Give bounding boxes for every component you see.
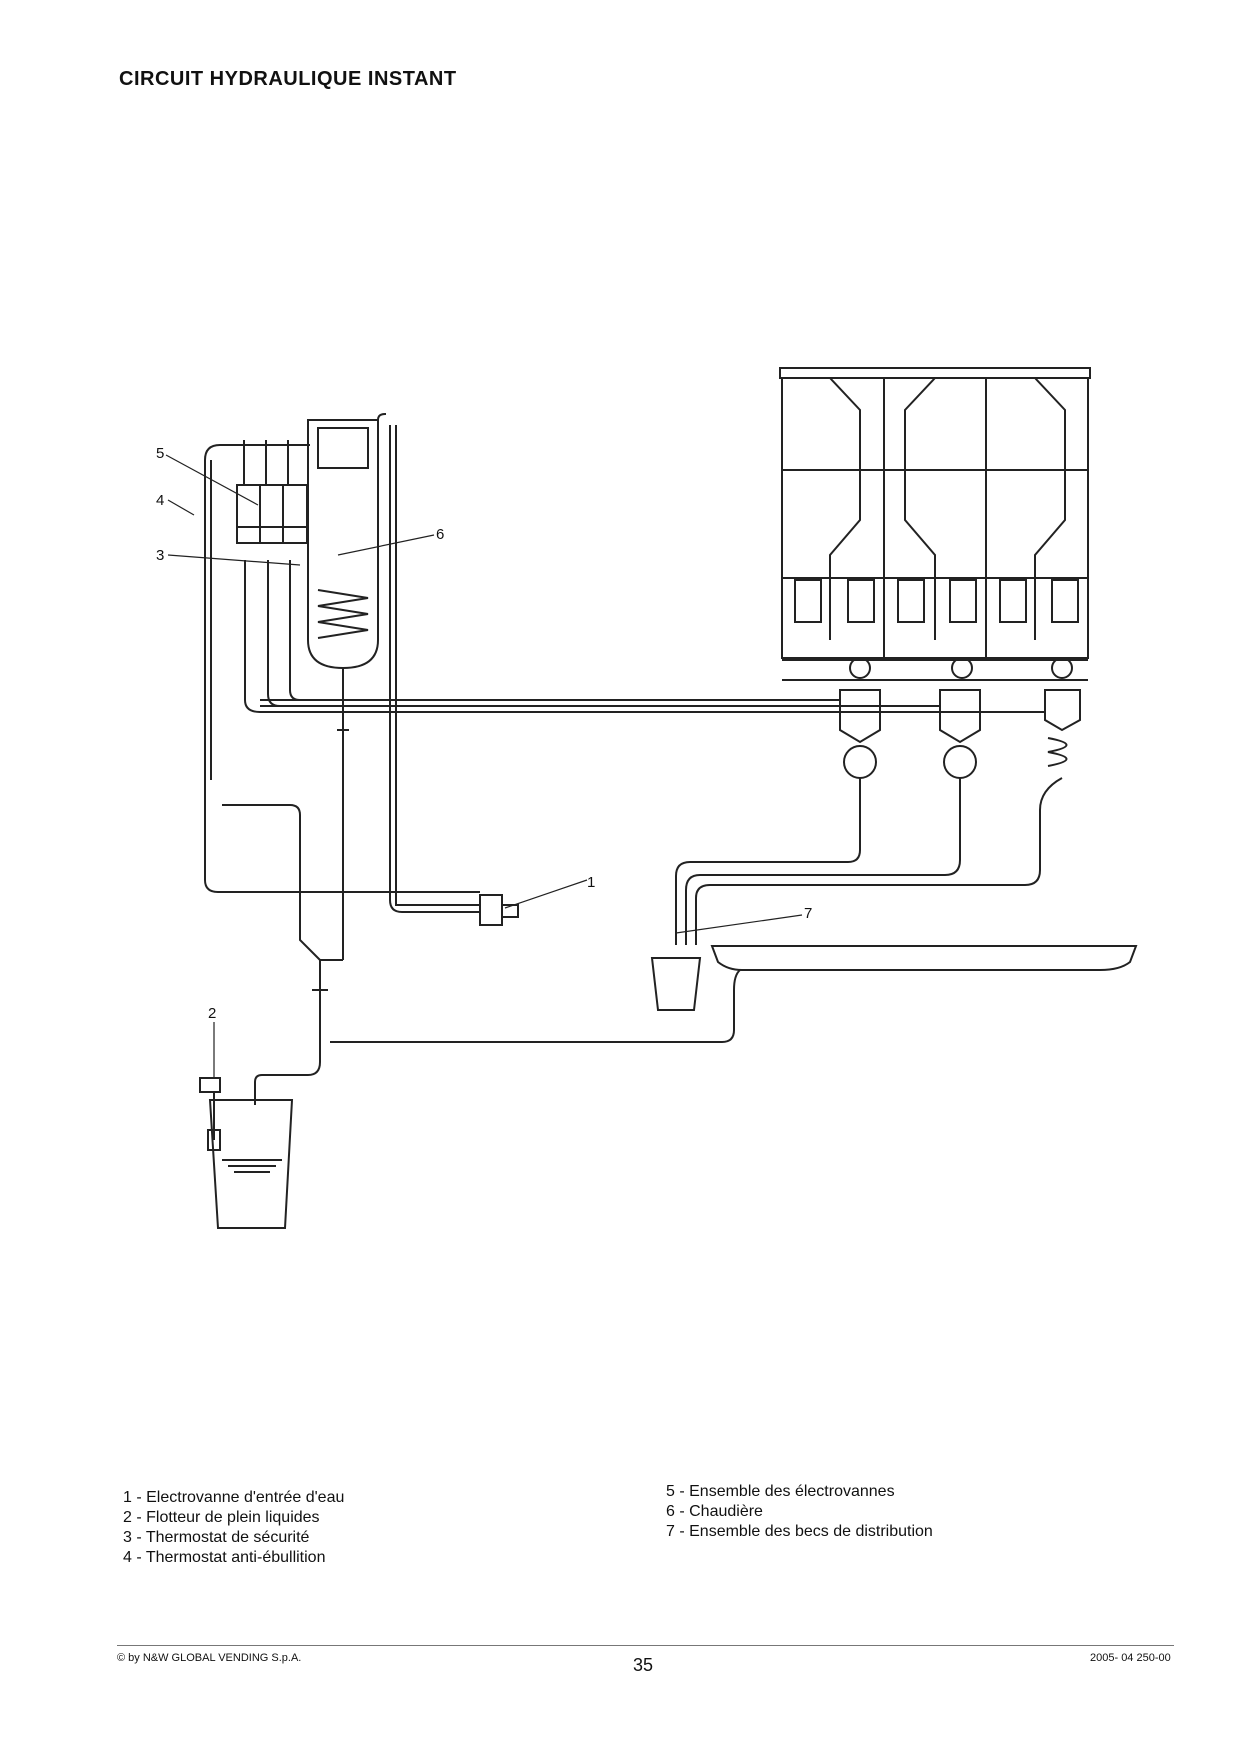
callout-label-3: 3 (156, 547, 164, 564)
callout-label-4: 4 (156, 492, 164, 509)
float-switch (199, 1077, 221, 1093)
callout-label-6: 6 (436, 526, 444, 543)
boiler (307, 413, 480, 960)
page-title: CIRCUIT HYDRAULIQUE INSTANT (119, 68, 457, 90)
legend-right: 5 - Ensemble des électrovannes 6 - Chaud… (666, 1482, 933, 1542)
page-number: 35 (633, 1655, 654, 1675)
callout-label-7: 7 (804, 905, 812, 922)
cup (650, 957, 702, 1011)
drain-pipe (330, 969, 741, 1043)
legend-item: 7 - Ensemble des becs de distribution (666, 1523, 933, 1540)
legend-item: 4 - Thermostat anti-ébullition (123, 1549, 326, 1566)
drip-tray (710, 945, 1138, 971)
legend-left: 1 - Electrovanne d'entrée d'eau 2 - Flot… (123, 1488, 344, 1568)
waste-bucket (208, 1099, 294, 1229)
callout-leaders (165, 454, 803, 1078)
callout-label-5: 5 (156, 445, 164, 462)
legend-item: 2 - Flotteur de plein liquides (123, 1509, 320, 1526)
callout-label-1: 1 (587, 874, 595, 891)
footer-divider (117, 1645, 1174, 1646)
outlet-pipes (675, 777, 1063, 945)
ingredient-canisters (779, 367, 1091, 681)
legend-item: 1 - Electrovanne d'entrée d'eau (123, 1489, 345, 1506)
document-code: 2005- 04 250-00 (1090, 1652, 1171, 1664)
water-inlet-valve (479, 894, 519, 926)
footer-copyright: © by N&W GLOBAL VENDING S.p.A. (117, 1652, 302, 1664)
legend-item: 3 - Thermostat de sécurité (123, 1529, 310, 1546)
legend-item: 5 - Ensemble des électrovannes (666, 1483, 895, 1500)
mixing-bowls (839, 689, 1081, 779)
legend-item: 6 - Chaudière (666, 1503, 763, 1520)
solenoid-valve-block (204, 440, 310, 780)
callout-label-2: 2 (208, 1005, 216, 1022)
